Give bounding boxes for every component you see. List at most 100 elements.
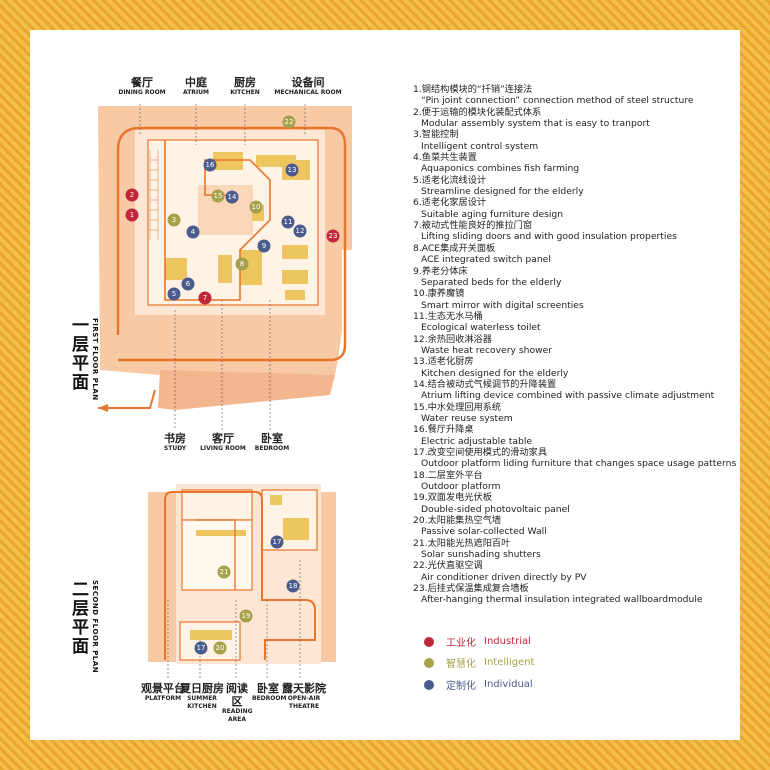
category-zh: 定制化 [446,681,476,692]
second-floor-title-en: SECOND FLOOR PLAN [91,580,99,674]
legend-item-en: Modular assembly system that is easy to … [421,118,650,130]
individual-dot-icon [424,679,434,690]
marker-number: 1 [130,211,134,219]
label-zh: 中庭 [185,76,207,89]
label-zh: 阅读区 [226,682,248,708]
second-floor-furniture [190,495,309,640]
marker-circle [181,277,195,291]
marker-17: 17 [270,535,284,549]
label-open-air-theatre: 露天影院 OPEN-AIR THEATRE [282,682,326,711]
label-bedroom: 卧室 BEDROOM [250,432,294,453]
legend-item-en: Ecological waterless toilet [421,322,541,334]
marker-circle [125,188,139,202]
marker-number: 15 [214,192,223,200]
marker-17: 17 [194,641,208,655]
label-platform: 观景平台 PLATFORM [140,682,186,703]
legend-item-zh: 21.太阳能光热遮阳百叶 [413,537,511,549]
marker-7: 7 [198,291,212,305]
legend-item-zh: 7.被动式性能良好的推拉门窗 [413,220,533,232]
first-floor-title: 一层平面 [66,316,91,392]
marker-circle [167,287,181,301]
legend-item-en: Electric adjustable table [421,435,533,447]
category-en: Industrial [484,636,531,647]
marker-1: 1 [125,208,139,222]
marker-circle [235,257,249,271]
marker-number: 13 [288,166,297,174]
legend-item-en: Air conditioner driven directly by PV [421,571,587,583]
marker-circle [281,215,295,229]
marker-8: 8 [235,257,249,271]
category-individual: 定制化 Individual [424,677,533,692]
second-floor-title: 二层平面 [66,580,91,656]
marker-circle [225,190,239,204]
marker-16: 16 [203,158,217,172]
label-en: LIVING ROOM [200,445,246,452]
label-mechanical-room: 设备间 MECHANICAL ROOM [272,76,344,97]
marker-circle [286,579,300,593]
marker-circle [203,158,217,172]
marker-number: 5 [172,290,176,298]
legend-item-en: Smart mirror with digital screenties [421,299,584,311]
legend-item-zh: 14.结合被动式气候调节的升降装置 [413,378,557,390]
label-atrium: 中庭 ATRIUM [174,76,218,97]
label-reading-area: 阅读区 READING AREA [222,682,253,724]
label-zh: 观景平台 [141,682,185,695]
marker-3: 3 [167,213,181,227]
marker-number: 10 [252,203,261,211]
marker-number: 19 [242,612,251,620]
industrial-dot-icon [424,636,434,647]
marker-circle [194,641,208,655]
label-en: ATRIUM [183,89,209,96]
legend-item-zh: 13.适老化厨房 [413,356,474,368]
label-en: OPEN-AIR THEATRE [287,695,321,710]
marker-20: 20 [213,641,227,655]
legend-item-zh: 2.便于运输的模块化装配式体系 [413,106,542,118]
label-living-room: 客厅 LIVING ROOM [198,432,248,453]
label-zh: 书房 [164,432,186,445]
intelligent-dot-icon [424,657,434,668]
legend-item-zh: 22.光伏直驱空调 [413,560,483,572]
legend-item-zh: 19.双面发电光伏板 [413,492,492,504]
legend-item-en: Lifting sliding doors and with good insu… [421,231,677,243]
marker-circle [125,208,139,222]
label-zh: 厨房 [234,76,256,89]
marker-22: 22 [282,115,296,129]
label-en: BEDROOM [252,695,287,702]
label-en: READING AREA [222,708,253,723]
marker-circle [213,641,227,655]
label-zh: 卧室 [257,682,279,695]
legend-item-zh: 11.生态无水马桶 [413,310,483,322]
marker-23: 23 [326,229,340,243]
legend-item: 1.钢结构模块的“扦销”连接法“Pin joint connection” co… [413,84,733,107]
label-en: DINING ROOM [118,89,166,96]
legend-item-en: Aquaponics combines fish farming [421,163,580,175]
marker-number: 6 [186,280,191,288]
route-line-entry [98,389,156,409]
marker-number: 11 [284,218,293,226]
label-dining-room: 餐厅 DINING ROOM [112,76,172,97]
marker-circle [282,115,296,129]
legend-item-en: Intelligent control system [421,140,539,152]
marker-14: 14 [225,190,239,204]
legend-item-zh: 20.太阳能集热空气墙 [413,515,502,527]
marker-4: 4 [186,225,200,239]
route-line-outer [116,126,347,362]
marker-13: 13 [285,163,299,177]
label-en: PLATFORM [144,695,182,702]
legend-item-zh: 18.二层室外平台 [413,469,483,481]
marker-number: 20 [216,644,225,652]
second-floor-title-zh: 二层平面 [68,580,88,656]
legend-item-en: Waste heat recovery shower [421,344,553,356]
marker-circle [239,609,253,623]
legend-item-en: ACE integrated switch panel [421,254,551,266]
marker-number: 17 [197,644,206,652]
